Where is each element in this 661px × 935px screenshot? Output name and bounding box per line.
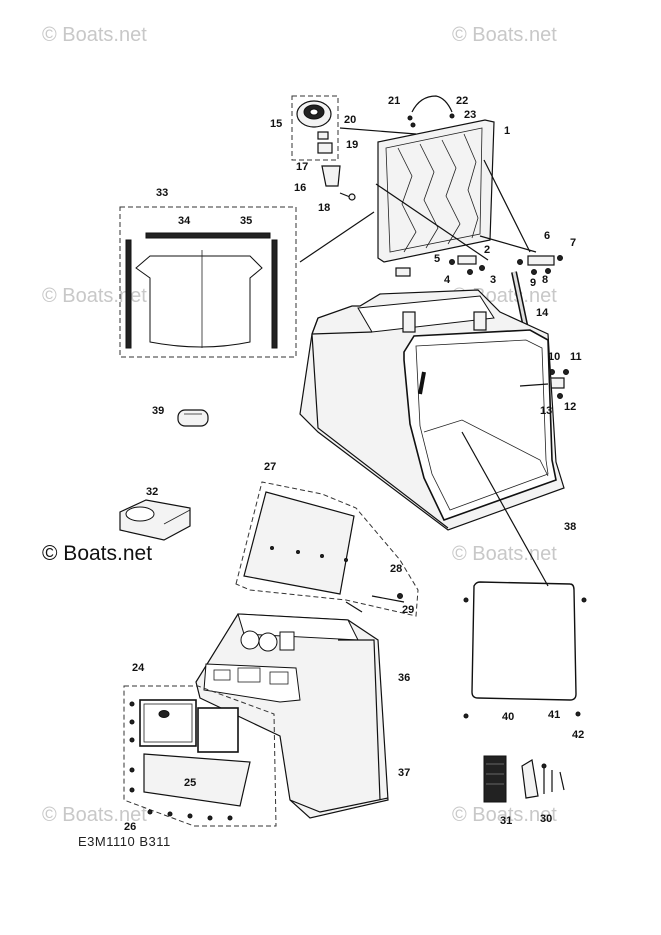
callout-5: 5	[434, 253, 440, 265]
callout-27: 27	[264, 461, 276, 473]
hinge-hardware	[395, 255, 563, 277]
watermark-lower-right: © Boats.net	[452, 543, 557, 565]
watermark-bottom-left: © Boats.net	[42, 804, 147, 826]
watermark-lower-left: © Boats.net	[42, 542, 153, 565]
seat-pad-kit	[119, 206, 297, 358]
callout-18: 18	[318, 202, 330, 214]
console-housing	[299, 289, 565, 531]
callout-13: 13	[540, 405, 552, 417]
callout-34: 34	[178, 215, 191, 227]
callout-14: 14	[536, 307, 549, 319]
callout-15: 15	[270, 118, 282, 130]
knob-assembly	[291, 95, 356, 201]
callout-37: 37	[398, 767, 410, 779]
dash-console	[195, 613, 389, 819]
callout-28: 28	[390, 563, 402, 575]
diagram-code: E3M1110 B311	[78, 834, 171, 849]
upper-panel	[235, 481, 419, 617]
watermark-mid-left: © Boats.net	[42, 285, 147, 307]
callout-3: 3	[490, 274, 496, 286]
callout-32: 32	[146, 486, 158, 498]
callout-25: 25	[184, 777, 196, 789]
callout-17: 17	[296, 161, 308, 173]
callout-19: 19	[346, 139, 358, 151]
callout-29: 29	[402, 604, 414, 616]
callout-38: 38	[564, 521, 576, 533]
hatch-lid	[377, 119, 495, 263]
hardware-kit	[521, 759, 565, 799]
callout-42: 42	[572, 729, 584, 741]
callout-9: 9	[530, 277, 536, 289]
callout-2: 2	[484, 244, 490, 256]
callouts: 1 2 3 4 5 6 7 8 9 10 11 12 13 14 15 16 1…	[124, 95, 584, 833]
cup-holder	[119, 499, 191, 541]
mat-strip	[483, 755, 507, 803]
callout-20: 20	[344, 114, 356, 126]
gasket-frame	[463, 581, 587, 719]
callout-24: 24	[132, 662, 145, 674]
watermark-bottom-right: © Boats.net	[452, 804, 557, 826]
callout-16: 16	[294, 182, 306, 194]
callout-7: 7	[570, 237, 576, 249]
callout-41: 41	[548, 709, 560, 721]
callout-4: 4	[444, 274, 451, 286]
handle	[407, 95, 455, 128]
callout-22: 22	[456, 95, 468, 107]
callout-33: 33	[156, 187, 168, 199]
callout-36: 36	[398, 672, 410, 684]
callout-31: 31	[500, 815, 512, 827]
callout-23: 23	[464, 109, 476, 121]
callout-35: 35	[240, 215, 252, 227]
callout-8: 8	[542, 274, 548, 286]
callout-30: 30	[540, 813, 552, 825]
callout-39: 39	[152, 405, 164, 417]
watermark-top-left: © Boats.net	[42, 24, 147, 46]
glove-box-door	[123, 685, 277, 827]
callout-12: 12	[564, 401, 576, 413]
callout-1: 1	[504, 125, 510, 137]
callout-6: 6	[544, 230, 550, 242]
watermark-top-right: © Boats.net	[452, 24, 557, 46]
callout-40: 40	[502, 711, 514, 723]
small-knob	[177, 409, 209, 427]
callout-10: 10	[548, 351, 560, 363]
callout-26: 26	[124, 821, 136, 833]
callout-11: 11	[570, 351, 582, 363]
leader-lines	[299, 127, 549, 613]
callout-21: 21	[388, 95, 400, 107]
